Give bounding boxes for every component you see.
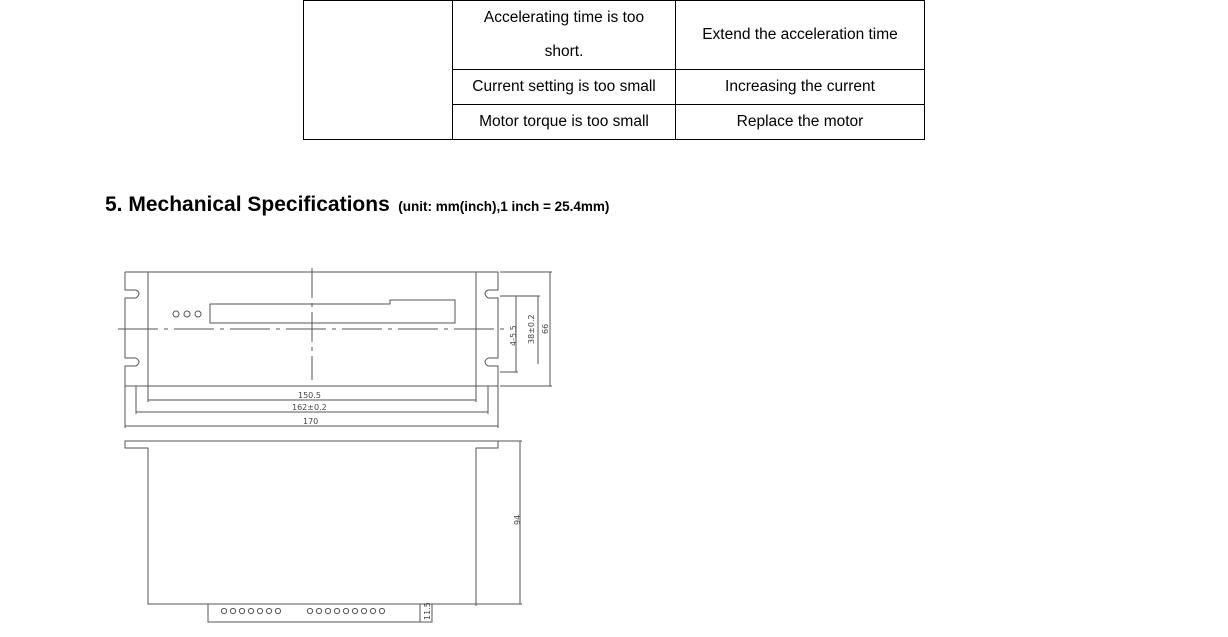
terminal-screw-icon [333,607,341,615]
table-row: Motor torque is too small Replace the mo… [304,104,925,140]
led-indicator [194,310,202,318]
terminal-screw-icon [220,607,228,615]
terminal-screw-icon [274,607,282,615]
led-indicator [183,310,191,318]
terminal-screw-icon [351,607,359,615]
terminal-screw-icon [369,607,377,615]
side-body-outline [124,440,499,605]
terminal-screw-icon [238,607,246,615]
dim-label-total: 170 [303,417,318,426]
terminal-screw-icon [360,607,368,615]
dim-holes-line [135,386,489,414]
dim-total-line [124,386,499,428]
terminal-screw-icon [315,607,323,615]
solution-cell: Replace the motor [675,104,925,140]
table-row: Current setting is too small Increasing … [304,69,925,105]
terminal-dim-box [420,603,433,623]
terminal-screw-icon [247,607,255,615]
dim-label-slot: 4-5.5 [509,325,518,346]
solution-cell: Increasing the current [675,69,925,105]
dim-label-height: 66 [541,324,550,334]
unit-note: (unit: mm(inch),1 inch = 25.4mm) [398,199,610,214]
dim-label-depth: 94 [513,515,522,525]
led-indicator [172,310,180,318]
cause-cell: Motor torque is too small [452,104,676,140]
dim-label-holes: 162±0.2 [292,403,327,412]
terminal-screw-icon [229,607,237,615]
cause-cell: Current setting is too small [452,69,676,105]
terminal-screw-icon [306,607,314,615]
dim-label-inner: 150.5 [298,391,321,400]
troubleshooting-table: Accelerating time is too short. Extend t… [303,0,925,140]
dim-label-spacing: 38±0.2 [527,314,536,344]
left-flange [124,271,148,387]
dim-label-terminal: 11.5 [423,602,432,620]
symptom-cell [303,0,453,140]
terminal-screws [220,607,386,615]
cause-text-line-2: short. [544,43,584,60]
dim-height-line [500,271,552,387]
dim-depth-line [475,440,522,606]
terminal-screw-icon [256,607,264,615]
section-heading: 5. Mechanical Specifications (unit: mm(i… [105,193,609,217]
terminal-screw-icon [342,607,350,615]
right-flange [476,271,499,387]
cause-text-line-1: Accelerating time is too [483,9,645,26]
section-title: 5. Mechanical Specifications [105,193,390,216]
terminal-screw-icon [378,607,386,615]
solution-cell: Extend the acceleration time [675,0,925,70]
terminal-screw-icon [265,607,273,615]
dim-inner-line [147,386,477,402]
terminal-screw-icon [324,607,332,615]
dim-spacing-line [500,295,540,364]
display-window [209,299,456,324]
